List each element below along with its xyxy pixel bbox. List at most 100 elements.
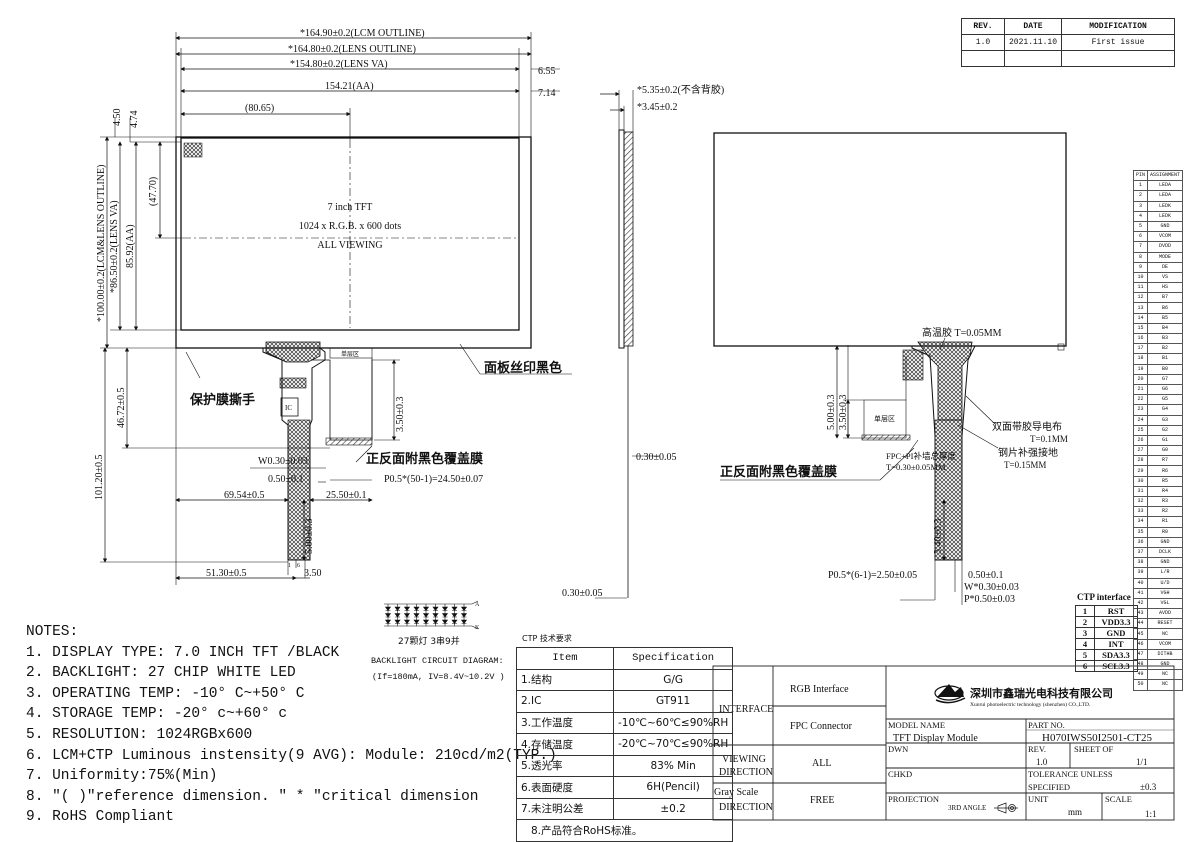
dwn-label: DWN [888, 744, 908, 754]
viewing-all: ALL [812, 758, 831, 769]
side-view [595, 90, 660, 599]
pin-assignment-cell: G0 [1147, 445, 1184, 457]
dim-back-050: 0.50±0.1 [968, 570, 1004, 581]
dim-pitch50: P0.5*(50-1)=24.50±0.07 [384, 474, 483, 485]
fpc-pi-t-label: T=0.30±0.05MM [886, 462, 946, 472]
led-diode-icon [432, 619, 439, 625]
led-diode-icon [460, 606, 468, 612]
model-name-label: MODEL NAME [888, 720, 945, 730]
pin-number-cell: 33 [1132, 506, 1149, 518]
pin-assignment-cell: DITHB [1147, 648, 1184, 661]
ctp-pin-cell: 5 [1075, 649, 1095, 661]
backlight-title: BACKLIGHT CIRCUIT DIAGRAM: [371, 656, 504, 666]
dim-655: 6.55 [538, 66, 556, 77]
back-corner-mark [1057, 343, 1065, 351]
pin-number-cell: 12 [1132, 292, 1149, 304]
backlight-anode: A [475, 602, 480, 608]
pin-assignment-cell: R6 [1147, 465, 1184, 477]
panel-size-text: 7 inch TFT [328, 202, 373, 213]
gray-label-1: Gray Scale [714, 787, 759, 798]
interface-label: INTERFACE [719, 704, 773, 715]
led-diode-icon [432, 606, 439, 612]
pin-number-cell: 24 [1132, 414, 1149, 426]
unit-label: UNIT [1028, 794, 1049, 804]
ctp-pin-cell: 6 [1075, 660, 1095, 672]
back-view-text: 高温胶 T=0.05MM 双面带胶导电布 T=0.1MM 钢片补强接地 T=0.… [720, 326, 1068, 479]
pin-assignment-cell: G3 [1147, 414, 1184, 426]
ctp-footer-cell: 8.产品符合RoHS标准。 [515, 819, 734, 842]
back-fpc-strip [934, 419, 963, 561]
dim-350: 3.50 [304, 568, 322, 579]
pin-assignment-cell: G7 [1147, 373, 1184, 385]
dim-050: 0.50±0.1 [268, 474, 304, 485]
pin-number-cell: 37 [1132, 546, 1149, 559]
ctp-signal-cell: RST [1094, 605, 1138, 617]
dim-350v: 3.50±0.3 [395, 397, 406, 433]
pin-number-cell: 22 [1132, 394, 1149, 406]
adhesive-label: 高温胶 T=0.05MM [922, 326, 1002, 339]
pin-number-cell: 35 [1132, 526, 1149, 538]
pin-number-cell: 31 [1132, 485, 1149, 498]
led-diode-icon [384, 606, 392, 612]
gray-free: FREE [810, 795, 834, 806]
backlight-circuit [384, 600, 479, 630]
dim-10120: 101.20±0.5 [94, 455, 105, 501]
pin-number-cell: 13 [1132, 302, 1149, 314]
dim-fpc-thickness: 0.30±0.05 [636, 452, 677, 463]
pin-assignment-cell: GND [1147, 536, 1184, 548]
pin-number-cell: 39 [1132, 567, 1149, 579]
pin-number-cell: 40 [1132, 577, 1149, 589]
ctp-pin-cell: 1 [1075, 605, 1095, 617]
pin-assignment-cell: R5 [1147, 475, 1184, 487]
dim-w030: W0.30±0.03 [258, 456, 308, 467]
dim-back-500: 5.00±0.3 [826, 395, 837, 431]
pin-assignment-cell: GND [1147, 557, 1184, 569]
note-line: 6. LCM+CTP Luminous instensity(9 AVG): M… [26, 747, 557, 764]
ctp-pin-cell: 3 [1075, 627, 1095, 639]
pin-assignment-cell: B6 [1147, 302, 1184, 314]
ctp-item-cell: 6.表面硬度 [516, 776, 614, 799]
pin-assignment-cell: LEDA [1147, 190, 1184, 202]
pin-number-cell: 41 [1132, 587, 1149, 599]
film-tab-label: 保护膜撕手 [189, 392, 255, 407]
pin-number-cell: 2 [1132, 190, 1149, 202]
pin-assignment-cell: G5 [1147, 394, 1184, 406]
pin-number-cell: 38 [1132, 557, 1149, 569]
table-row: 3.工作温度-10℃~60℃≤90%RH [516, 711, 734, 734]
ctp-spec-cell: -20℃~70℃≤90%RH [612, 733, 734, 756]
rev-header: REV. [961, 18, 1005, 35]
pin-number-cell: 32 [1132, 495, 1149, 508]
fpc-pin1-label: 1 [288, 563, 291, 569]
pin-assignment-cell: AVDD [1147, 608, 1184, 620]
panel-viewing-text: ALL VIEWING [317, 240, 382, 251]
led-diode-icon [451, 619, 458, 625]
pin-number-cell: 20 [1132, 373, 1149, 385]
dim-474: 4.74 [129, 111, 140, 129]
viewing-label-1: VIEWING [722, 754, 766, 765]
pin-assignment-cell: B1 [1147, 353, 1184, 365]
dim-back-350: 3.50±0.3 [838, 395, 849, 431]
led-diode-icon [422, 613, 430, 618]
pin-assignment-cell: VCOM [1147, 231, 1184, 243]
pin-assignment-cell: DE [1147, 261, 1184, 273]
pin-assignment-cell: DCLK [1147, 546, 1184, 559]
pin-assignment-cell: MODE [1147, 251, 1184, 263]
led-diode-icon [441, 619, 449, 625]
